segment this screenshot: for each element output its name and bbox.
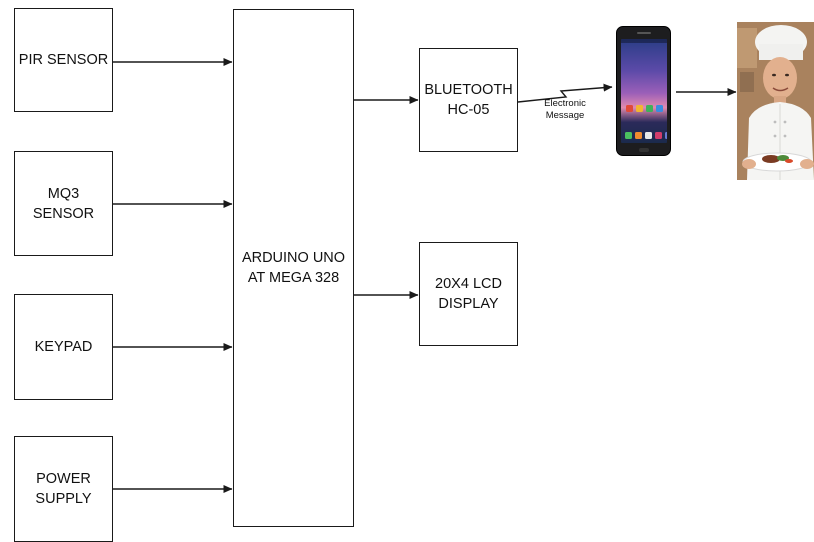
mq3-sensor-label: MQ3 SENSOR (32, 185, 95, 222)
keypad-block: KEYPAD (14, 294, 113, 400)
electronic-message-label: Electronic Message (544, 98, 586, 121)
pir-sensor-label: PIR SENSOR (18, 52, 109, 68)
wireless-link-bluetooth-to-phone (517, 83, 613, 103)
mq3-sensor-block: MQ3 SENSOR (14, 151, 113, 256)
bluetooth-block: BLUETOOTH HC-05 (419, 48, 518, 152)
arduino-block: ARDUINO UNO AT MEGA 328 (233, 9, 354, 527)
power-supply-block: POWER SUPPLY (14, 436, 113, 542)
bluetooth-label: BLUETOOTH HC-05 (424, 82, 513, 118)
smartphone-icon (616, 26, 671, 156)
keypad-label: KEYPAD (34, 339, 93, 355)
lcd-display-block: 20X4 LCD DISPLAY (419, 242, 518, 346)
lcd-display-label: 20X4 LCD DISPLAY (435, 276, 502, 312)
power-supply-label: POWER SUPPLY (35, 471, 92, 507)
pir-sensor-block: PIR SENSOR (14, 8, 113, 112)
arduino-label: ARDUINO UNO AT MEGA 328 (241, 250, 346, 286)
chef-photo (737, 22, 814, 180)
